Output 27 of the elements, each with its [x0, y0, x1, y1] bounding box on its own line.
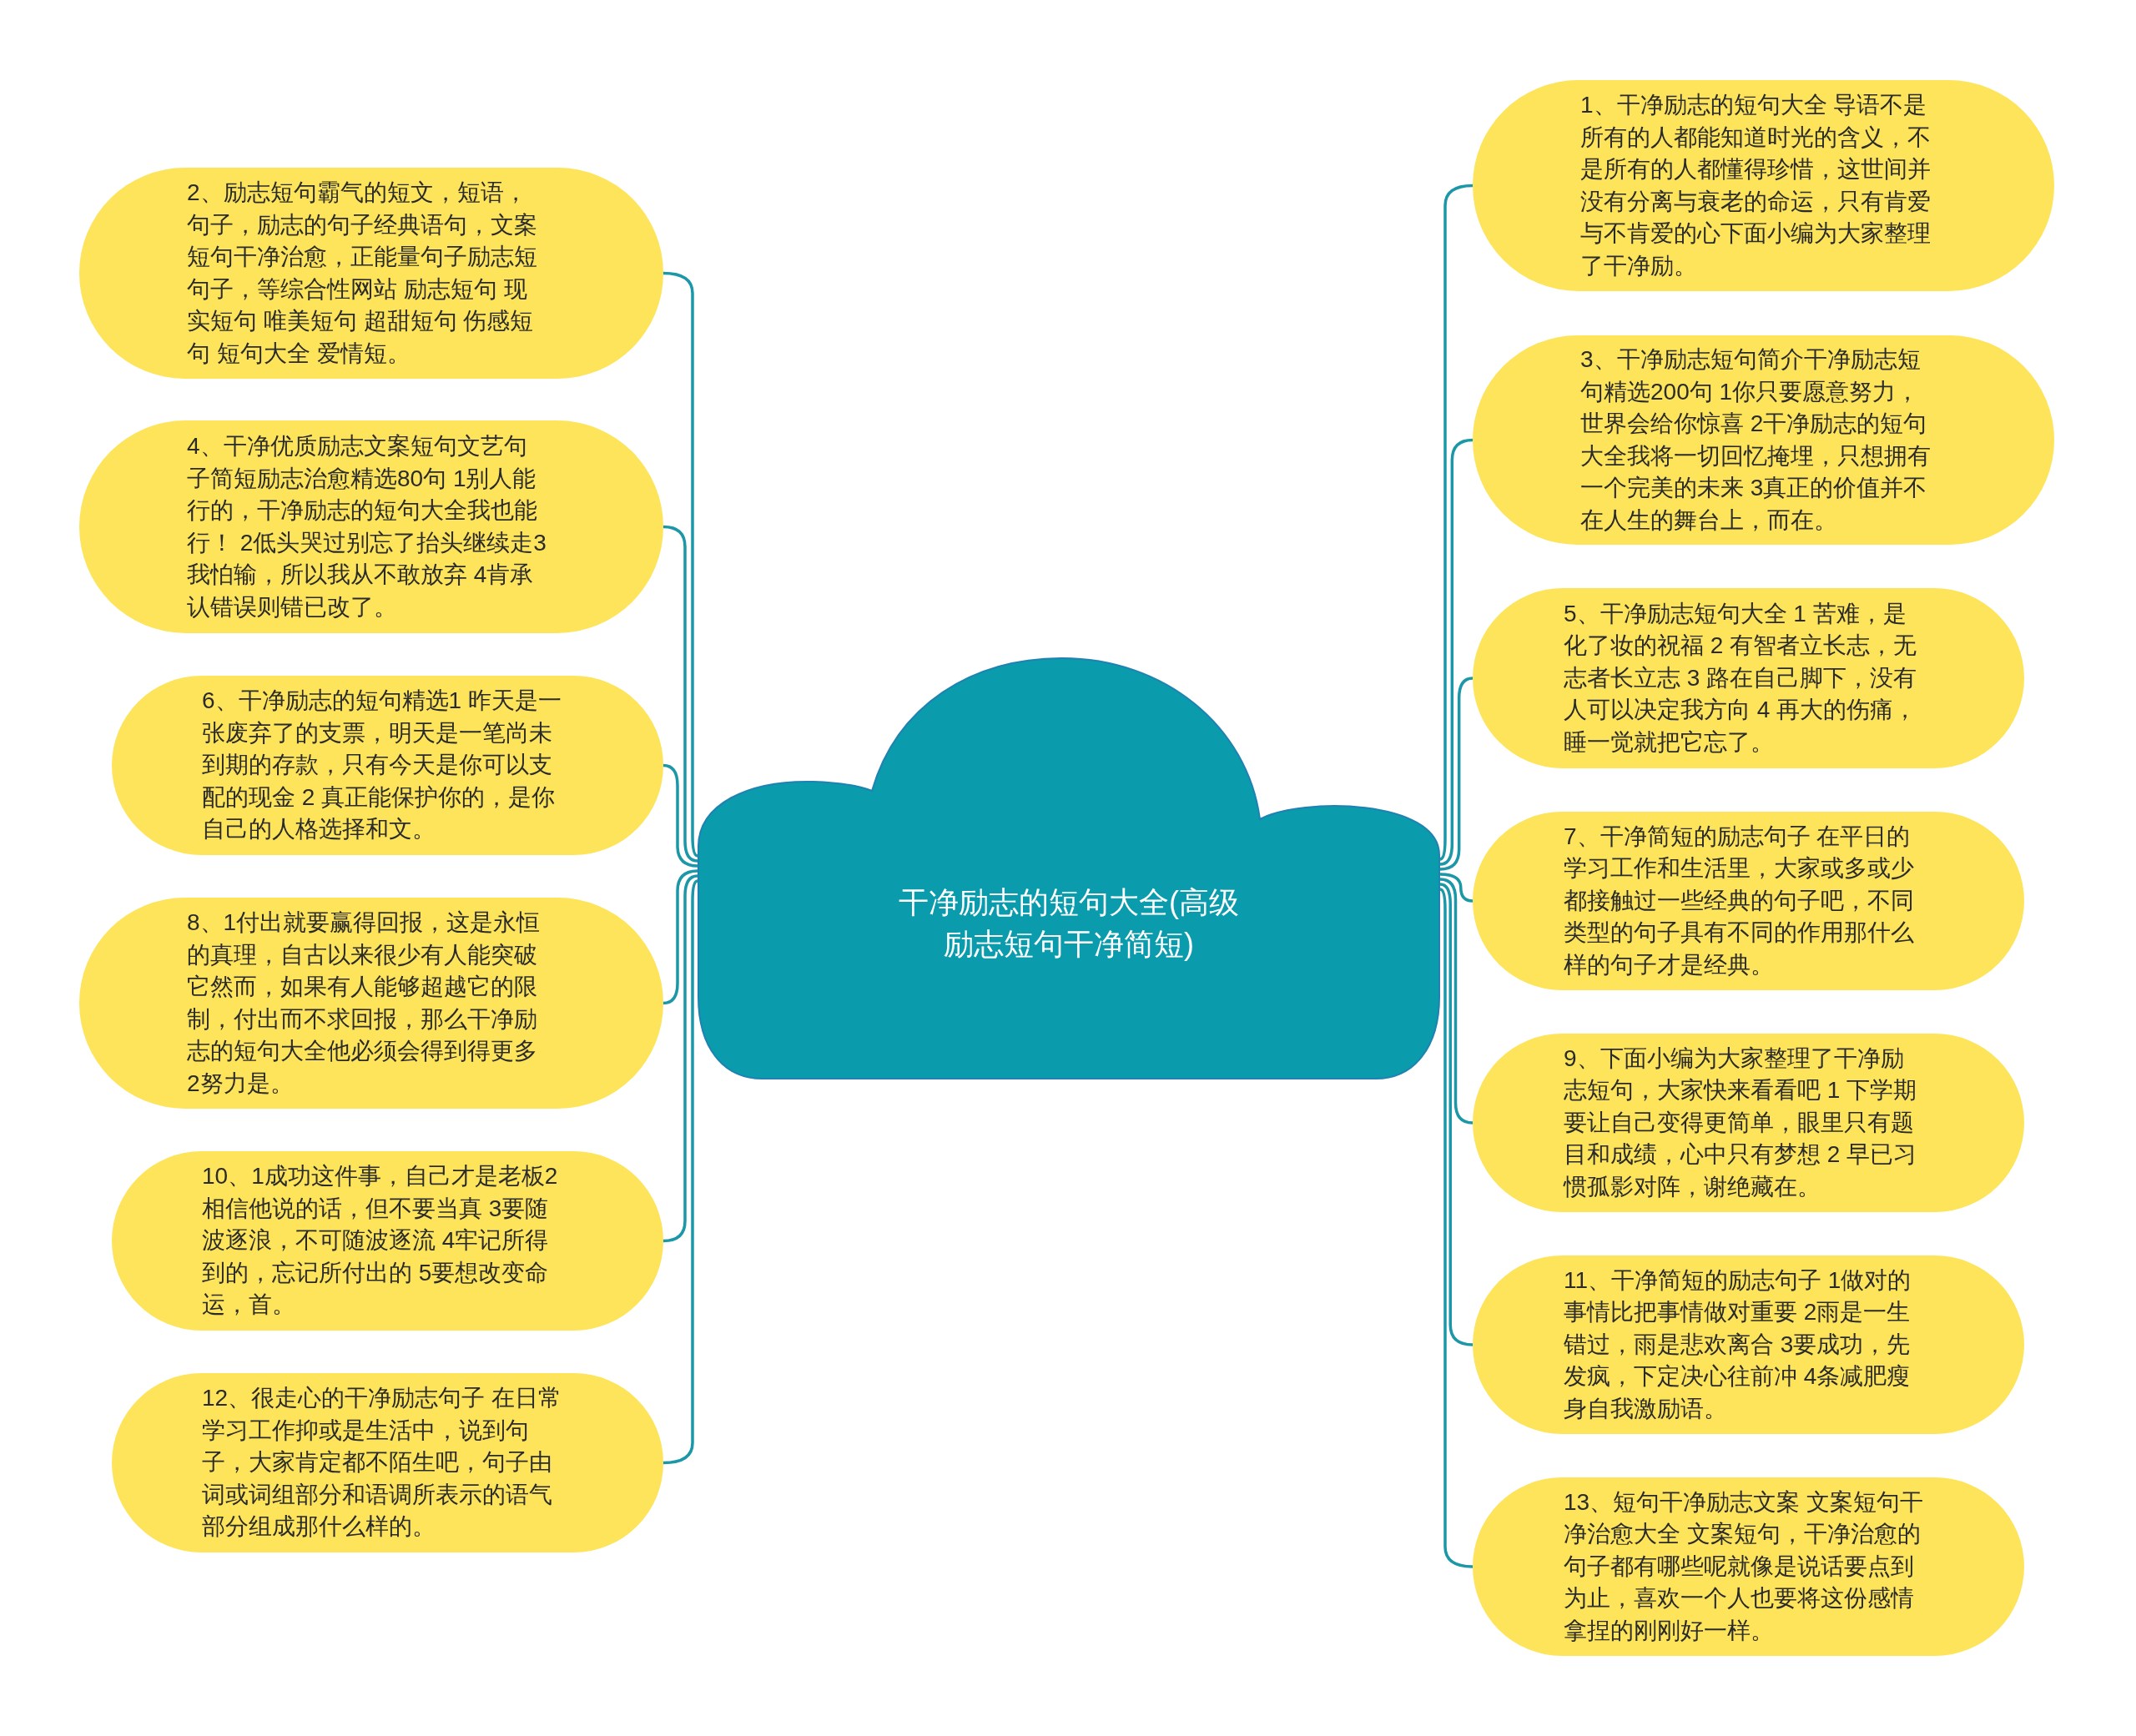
connector-line [1439, 873, 1474, 903]
topic-text: 6、干净励志的短句精选1 昨天是一张废弃了的支票，明天是一笔尚未到期的存款，只有今天是你可以支配的现金 2 真正能保护你的，是你自己的人格选择和文。 [202, 687, 562, 844]
connector-line [1439, 438, 1474, 866]
topic-text: 7、干净简短的励志句子 在平日的学习工作和生活里，大家或多或少都接触过一些经典的句子吧，不同类型的句子具有不同的作用那什么样的句子才是经典。 [1564, 822, 1915, 979]
topic-text: 11、干净简短的励志句子 1做对的事情比把事情做对重要 2雨是一生错过，雨是悲欢离合 3要成功，先发疯，下定决心往前冲 4条减肥瘦身自我激励语。 [1564, 1266, 1912, 1423]
title-text: 干净励志的短句大全(高级励志短句干净简短) [898, 884, 1240, 963]
title-cloud [698, 657, 1440, 1080]
connector-line [1439, 883, 1474, 1346]
connector-line [662, 763, 698, 868]
topic-text: 10、1成功这件事，自己才是老板2相信他说的话，但不要当真 3要随波逐浪，不可随波逐流 4牢记所得到的，忘记所付出的 5要想改变命运，首。 [202, 1162, 559, 1320]
connector-line [1438, 184, 1474, 860]
connector-line [1439, 878, 1474, 1125]
connector-line [662, 874, 698, 1243]
connector-line [1439, 677, 1474, 871]
topic-text: 3、干净励志短句简介干净励志短句精选200句 1你只要愿意努力，世界会给你惊喜 2干净励志的短句大全我将一切回忆掩埋，只想拥有一个完美的未来 3真正的价值并不在人生的舞台上，而在。 [1580, 345, 1932, 535]
connector-line [662, 525, 698, 863]
topic-text: 2、励志短句霸气的短文，短语，句子，励志的句子经典语句，文案短句干净治愈，正能量句子励志短句子，等综合性网站 励志短句 现实短句 唯美短句 超甜短句 伤感短句 短句大全 爱情短。 [187, 179, 538, 368]
connector-line [662, 869, 698, 1005]
connector-line [662, 879, 699, 1465]
topic-text: 5、干净励志短句大全 1 苦难，是化了妆的祝福 2 有智者立长志，无志者长立志 3 路在自己脚下，没有人可以决定我方向 4 再大的伤痛，睡一觉就把它忘了。 [1564, 599, 1918, 757]
topic-text: 12、很走心的干净励志句子 在日常学习工作抑或是生活中，说到句子，大家肯定都不陌生吧，句子由词或词组部分和语调所表示的语气部分组成那什么样的。 [202, 1384, 562, 1542]
topic-text: 13、短句干净励志文案 文案短句干净治愈大全 文案短句，干净治愈的句子都有哪些呢就像是说话要点到为止，喜欢一个人也要将这份感情拿捏的刚刚好一样。 [1564, 1487, 1924, 1645]
connector-line [662, 271, 699, 858]
topic-text: 8、1付出就要赢得回报，这是永恒的真理，自古以来很少有人能突破它然而，如果有人能够超越它的限制，付出而不求回报，那么干净励志的短句大全他必须会得到得更多2努力是。 [187, 908, 542, 1098]
topic-text: 4、干净优质励志文案短句文艺句子简短励志治愈精选80句 1别人能行的，干净励志的短句大全我也能行！ 2低头哭过别忘了抬头继续走3我怕输，所以我从不敢放弃 4肯承认错误则错已改了。 [187, 432, 547, 621]
topic-text: 1、干净励志的短句大全 导语不是所有的人都能知道时光的含义，不是所有的人都懂得珍惜，这世间并没有分离与衰老的命运，只有肯爱与不肯爱的心下面小编为大家整理了干净励。 [1580, 91, 1932, 280]
topic-text: 9、下面小编为大家整理了干净励志短句，大家快来看看吧 1 下学期要让自己变得更简单，眼里只有题目和成绩，心中只有梦想 2 早已习惯孤影对阵，谢绝藏在。 [1564, 1044, 1918, 1201]
